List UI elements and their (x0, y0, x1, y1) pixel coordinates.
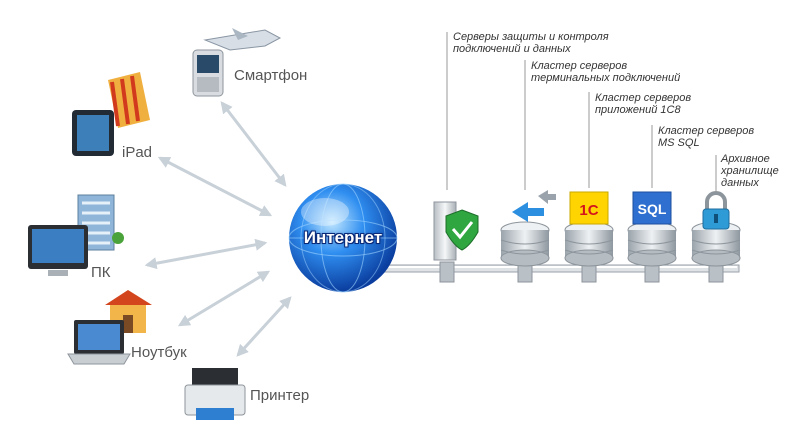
pc-icon (28, 194, 124, 276)
arrow-smartphone (220, 101, 287, 187)
arrow-laptop (177, 270, 271, 327)
arrow-pc (144, 238, 268, 270)
badge-sql-text: SQL (638, 201, 667, 217)
security-server-icon (433, 201, 479, 261)
smartphone-icon (192, 28, 282, 97)
archive-storage-icon (691, 191, 741, 267)
laptop-icon (67, 290, 152, 365)
internet-label: Интернет (303, 228, 383, 247)
server-connectors (439, 261, 724, 283)
label-leaders (446, 32, 717, 192)
printer-label: Принтер (250, 387, 310, 404)
arrow-ipad (157, 156, 273, 217)
ipad-label: iPad (122, 144, 153, 161)
ipad-icon (72, 72, 150, 156)
app-cluster-icon (564, 191, 614, 267)
printer-icon (184, 368, 246, 420)
sql-cluster-icon (627, 191, 677, 267)
arrow-printer (236, 296, 292, 357)
laptop-label: Ноутбук (131, 344, 187, 361)
smartphone-label: Смартфон (234, 67, 308, 84)
backbone (384, 264, 740, 273)
pc-label: ПК (91, 264, 111, 281)
connection-arrows (144, 101, 292, 357)
terminal-cluster-icon (500, 190, 556, 267)
internet-globe (288, 183, 398, 293)
badge-1c-text: 1С (579, 202, 598, 219)
